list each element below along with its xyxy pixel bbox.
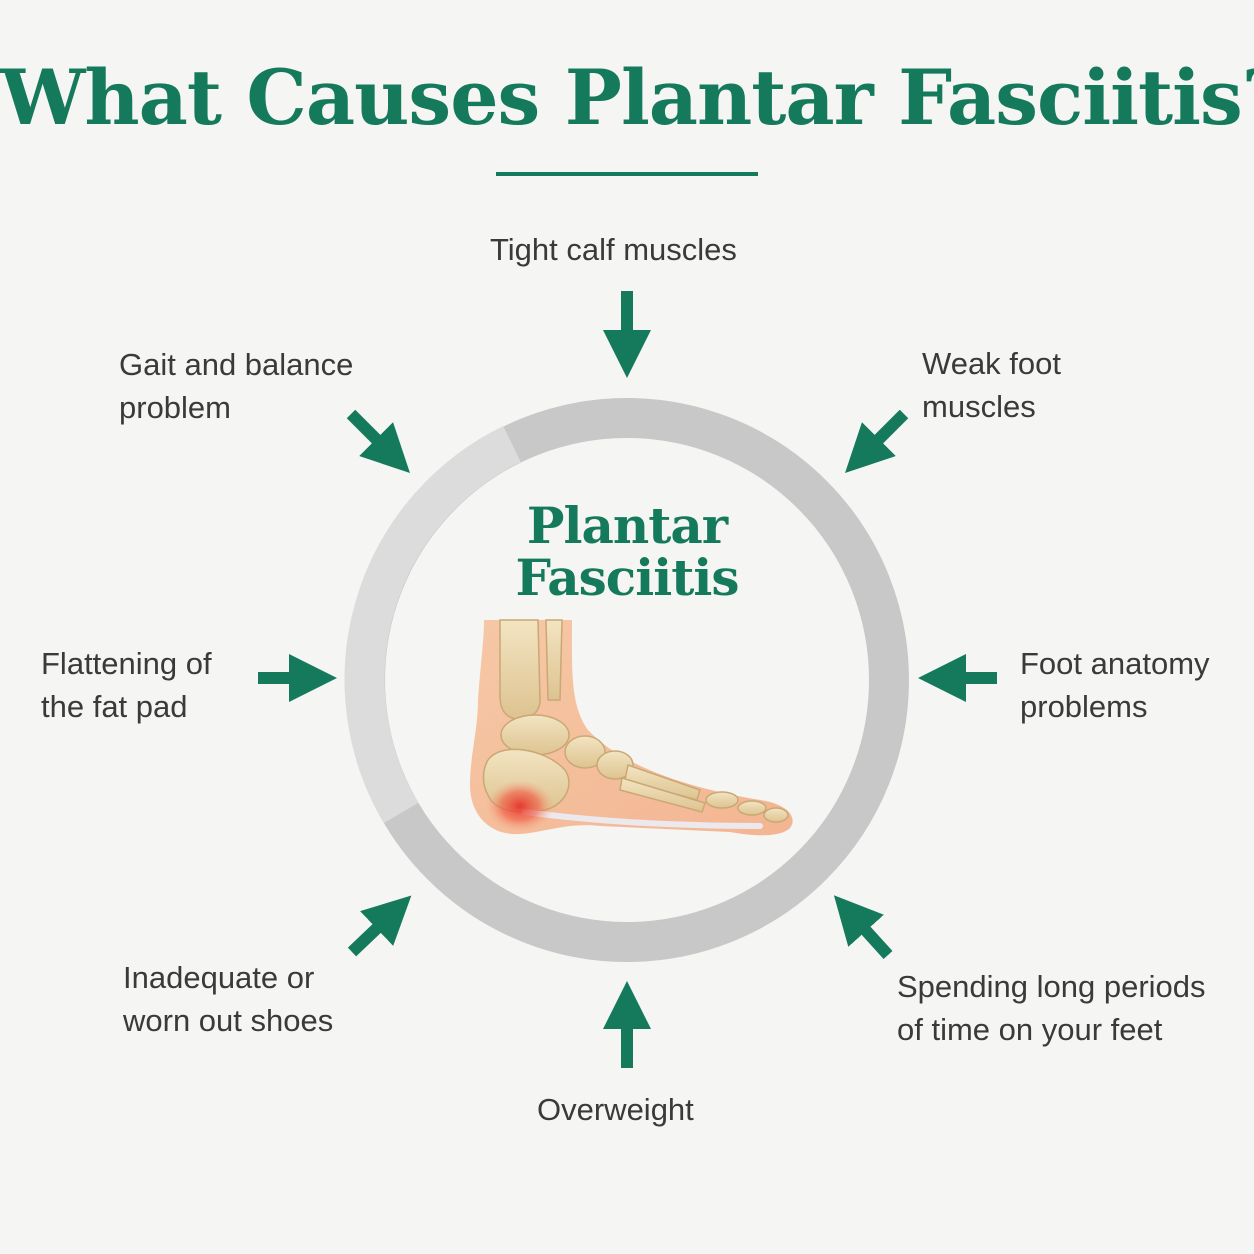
cause-tight-calf-muscles: Tight calf muscles xyxy=(490,232,737,267)
arrows xyxy=(258,291,997,1068)
arrow-icon xyxy=(346,409,410,473)
arrow-icon xyxy=(347,895,412,957)
cause-overweight: Overweight xyxy=(537,1092,694,1127)
inflammation-spot xyxy=(486,780,554,832)
cause-foot-anatomy-problems: Foot anatomy problems xyxy=(1020,646,1210,724)
cause-inadequate-shoes: Inadequate or worn out shoes xyxy=(123,960,334,1038)
cause-ring xyxy=(344,398,909,962)
title-underline xyxy=(496,172,758,176)
cause-flattening-fat-pad: Flattening of the fat pad xyxy=(41,646,212,724)
page-title: What Causes Plantar Fasciitis? xyxy=(0,53,1254,142)
arrow-icon xyxy=(833,895,893,960)
cause-gait-balance-problem: Gait and balance problem xyxy=(119,347,354,425)
foot-skeleton-icon xyxy=(470,619,793,836)
center-label: Plantar Fasciitis xyxy=(515,496,740,607)
cause-weak-foot-muscles: Weak foot muscles xyxy=(922,346,1062,424)
cause-spending-long-periods: Spending long periods of time on your fe… xyxy=(897,969,1206,1047)
arrow-icon xyxy=(845,409,909,473)
